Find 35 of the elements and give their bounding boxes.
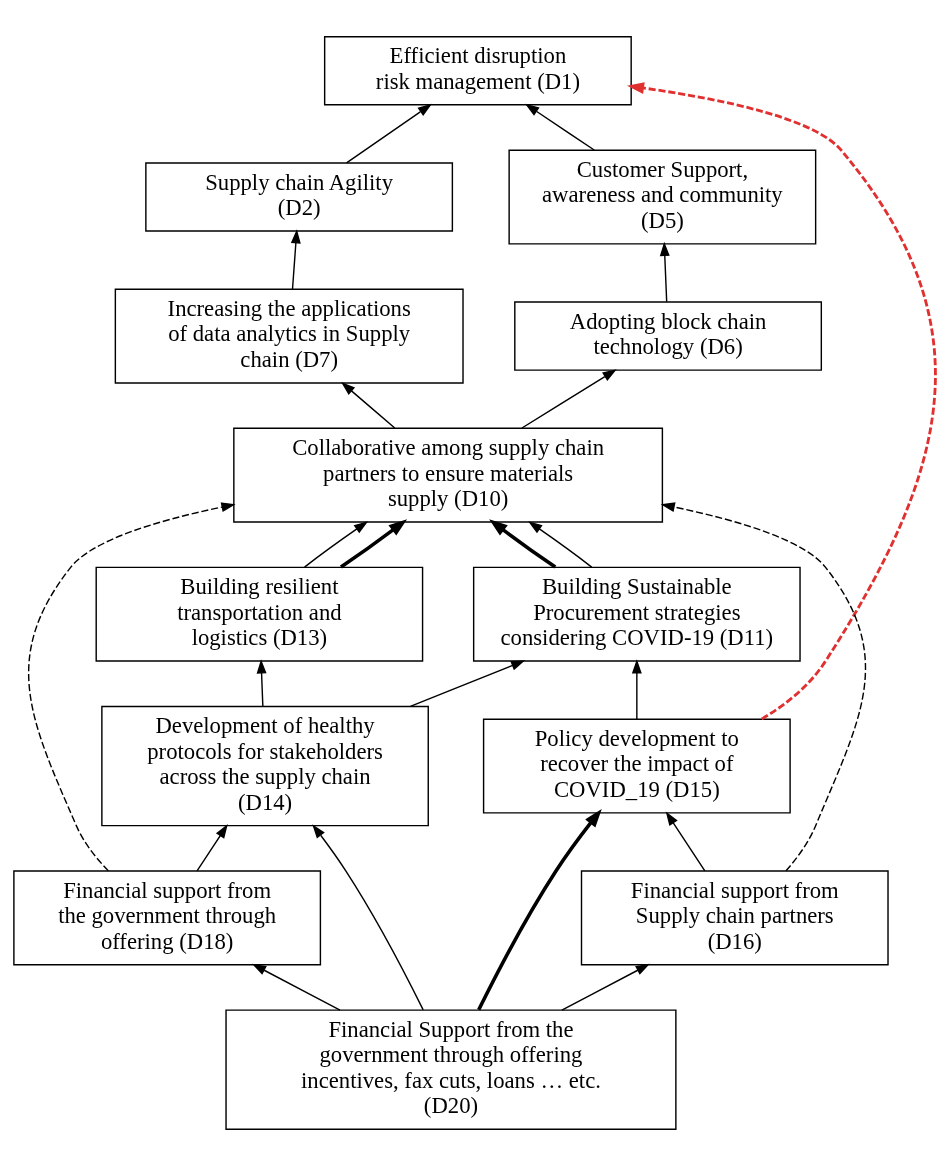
arrow <box>660 502 867 872</box>
arrow <box>251 963 341 1011</box>
arrow <box>339 519 408 569</box>
node-box: Policy development to recover the impact of COVID_19 (D15) <box>482 718 791 814</box>
node-box: Supply chain Agility (D2) <box>145 162 454 232</box>
arrow <box>489 519 557 569</box>
arrow <box>525 103 595 151</box>
node-box: Development of healthy protocols for stakeholders across the supply chain (D14) <box>101 705 429 827</box>
arrow <box>345 103 432 164</box>
node-box: Financial support from the government through offering (D18) <box>13 870 322 966</box>
arrow <box>341 381 396 429</box>
arrow <box>521 369 617 429</box>
arrow <box>303 521 369 568</box>
arrow <box>665 811 706 872</box>
arrow <box>256 659 267 707</box>
arrow <box>27 502 236 872</box>
arrow <box>626 82 937 721</box>
arrow <box>528 521 593 568</box>
arrow <box>409 660 526 708</box>
node-box: Financial support from Supply chain partners (D16) <box>580 870 889 966</box>
arrow <box>631 659 642 720</box>
arrow <box>312 824 424 1011</box>
node-box: Building resilient transportation and logistics (D13) <box>95 566 424 662</box>
node-box: Efficient disruption risk management (D1) <box>323 35 632 106</box>
node-box: Increasing the applications of data analytics in Supply chain (D7) <box>114 288 464 384</box>
node-box: Adopting block chain technology (D6) <box>514 301 823 371</box>
arrow <box>290 229 301 290</box>
node-box: Collaborative among supply chain partners to ensure materials supply (D10) <box>233 427 664 523</box>
arrow <box>561 963 650 1011</box>
arrow <box>659 241 670 303</box>
arrow <box>477 808 602 1011</box>
arrow <box>196 824 228 872</box>
node-box: Building Sustainable Procurement strategies considering COVID-19 (D11) <box>472 566 801 662</box>
node-box: Customer Support, awareness and community (D5) <box>508 149 817 245</box>
node-box: Financial Support from the government through offering incentives, fax cuts, loans … etc. (D20) <box>225 1009 677 1131</box>
